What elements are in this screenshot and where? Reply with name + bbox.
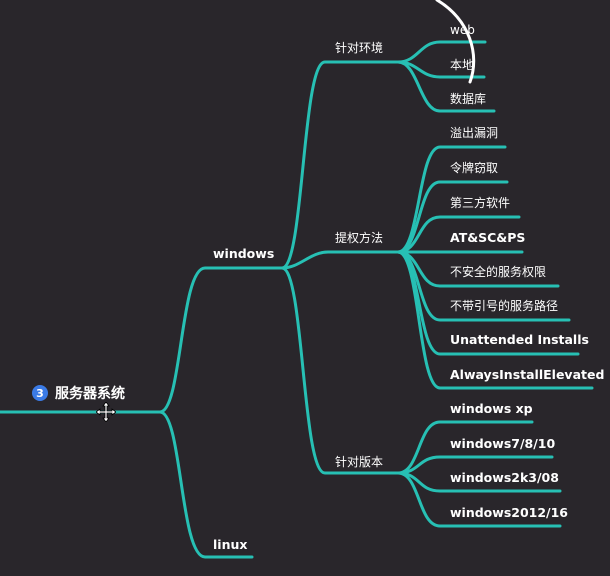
- env-item-local[interactable]: 本地: [450, 58, 475, 72]
- move-cursor-icon: [96, 402, 116, 422]
- version-item-1[interactable]: windows xp: [450, 401, 533, 416]
- version-item-3[interactable]: windows2k3/08: [450, 470, 559, 485]
- env-item-web[interactable]: web: [450, 23, 475, 37]
- env-item-database[interactable]: 数据库: [450, 92, 487, 106]
- connector-method-8: [396, 250, 594, 390]
- version-item-2[interactable]: windows7/8/10: [450, 436, 556, 451]
- method-item-6[interactable]: 不带引号的服务路径: [450, 299, 559, 313]
- connector-methods: [280, 250, 400, 270]
- method-item-8[interactable]: AlwaysInstallElevated: [450, 367, 605, 382]
- branch-linux[interactable]: linux: [213, 537, 248, 552]
- version-item-4[interactable]: windows2012/16: [450, 505, 569, 520]
- method-item-5[interactable]: 不安全的服务权限: [450, 265, 547, 279]
- root-node[interactable]: 3 服务器系统: [32, 383, 125, 403]
- method-item-1[interactable]: 溢出漏洞: [450, 126, 499, 140]
- connector-version-4: [396, 471, 562, 528]
- connector-windows: [158, 266, 284, 414]
- connector-versions: [280, 266, 400, 475]
- branch-windows[interactable]: windows: [213, 246, 275, 261]
- annotation-stroke: [435, 0, 476, 84]
- method-item-3[interactable]: 第三方软件: [450, 196, 511, 210]
- connector-env-3: [396, 60, 496, 113]
- circled-number-icon: 3: [32, 385, 48, 401]
- group-env[interactable]: 针对环境: [335, 41, 384, 55]
- group-versions[interactable]: 针对版本: [335, 455, 384, 469]
- method-item-2[interactable]: 令牌窃取: [450, 161, 499, 175]
- connector-method-2: [396, 180, 509, 254]
- connector-env: [280, 60, 400, 270]
- root-label: 服务器系统: [55, 386, 125, 402]
- group-methods[interactable]: 提权方法: [335, 231, 384, 245]
- method-item-4[interactable]: AT&SC&PS: [450, 230, 526, 245]
- connector-linux: [158, 410, 254, 559]
- method-item-7[interactable]: Unattended Installs: [450, 332, 589, 347]
